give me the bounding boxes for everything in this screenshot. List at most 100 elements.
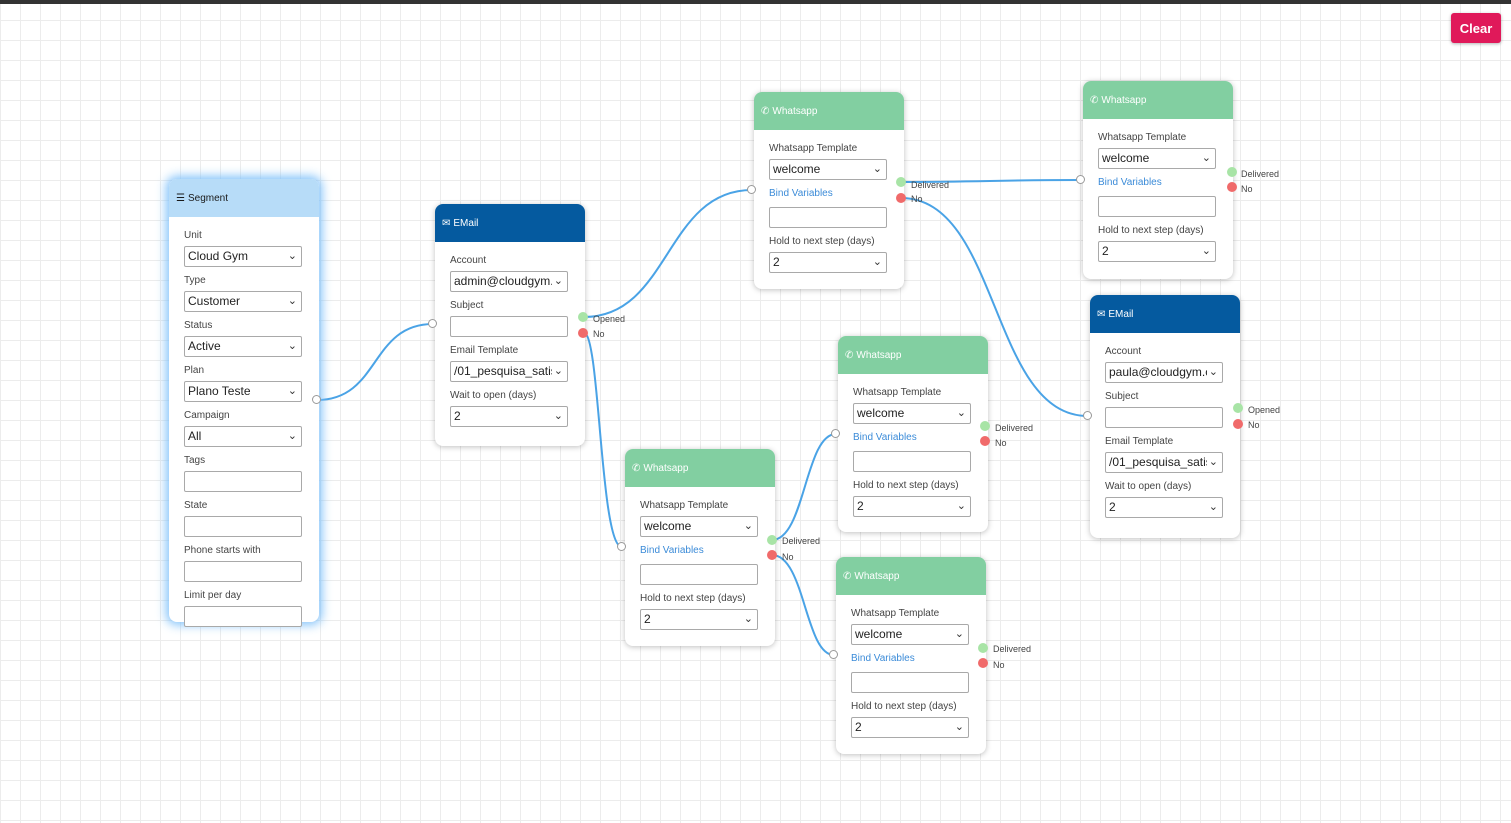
delivered-label: Delivered: [911, 180, 950, 190]
whatsapp-header[interactable]: ✆ Whatsapp: [838, 336, 988, 374]
whatsapp-header[interactable]: ✆ Whatsapp: [625, 449, 775, 487]
email-title: EMail: [453, 217, 479, 229]
segment-node[interactable]: ☰ Segment Unit Cloud Gym⌄ Type Customer⌄…: [169, 179, 319, 627]
email-no-port[interactable]: [1233, 419, 1243, 429]
whatsapp-icon: ✆: [1090, 94, 1099, 106]
no-label: No: [1241, 184, 1253, 194]
plan-label: Plan: [184, 365, 205, 376]
whatsapp-template-select[interactable]: welcome⌄: [769, 159, 887, 180]
whatsapp-input-port[interactable]: [747, 185, 756, 194]
whatsapp-template-select[interactable]: welcome⌄: [851, 624, 969, 645]
chevron-down-icon: ⌄: [285, 337, 297, 356]
whatsapp-delivered-port[interactable]: [980, 421, 990, 431]
account-select[interactable]: admin@cloudgym.⌄: [450, 271, 568, 292]
segment-header[interactable]: ☰ Segment: [169, 179, 319, 217]
wait-select[interactable]: 2⌄: [450, 406, 568, 427]
bind-variables-link[interactable]: Bind Variables: [640, 545, 704, 556]
whatsapp-delivered-port[interactable]: [896, 177, 906, 187]
type-select[interactable]: Customer⌄: [184, 291, 302, 312]
email-no-port[interactable]: [578, 328, 588, 338]
whatsapp-header[interactable]: ✆ Whatsapp: [754, 92, 904, 130]
email-input-port[interactable]: [428, 319, 437, 328]
account-value: paula@cloudgym.c: [1109, 365, 1212, 379]
whatsapp-node[interactable]: ✆ Whatsapp Whatsapp Template welcome⌄ Bi…: [836, 557, 986, 754]
campaign-value: All: [188, 429, 202, 443]
whatsapp-template-label: Whatsapp Template: [640, 500, 729, 511]
bind-variables-input[interactable]: [640, 564, 758, 585]
subject-input[interactable]: [1105, 407, 1223, 428]
campaign-label: Campaign: [184, 410, 230, 421]
no-label: No: [911, 194, 923, 204]
chevron-down-icon: ⌄: [551, 362, 563, 381]
bind-variables-link[interactable]: Bind Variables: [1098, 177, 1162, 188]
segment-output-port[interactable]: [312, 395, 321, 404]
whatsapp-no-port[interactable]: [980, 436, 990, 446]
hold-select[interactable]: 2⌄: [851, 717, 969, 738]
whatsapp-no-port[interactable]: [767, 550, 777, 560]
hold-select[interactable]: 2⌄: [1098, 241, 1216, 262]
email-header[interactable]: ✉ EMail: [1090, 295, 1240, 333]
plan-select[interactable]: Plano Teste⌄: [184, 381, 302, 402]
limit-input[interactable]: [184, 606, 302, 627]
bind-variables-link[interactable]: Bind Variables: [851, 653, 915, 664]
whatsapp-input-port[interactable]: [829, 650, 838, 659]
whatsapp-input-port[interactable]: [1076, 175, 1085, 184]
email-node[interactable]: ✉ EMail Account admin@cloudgym.⌄ Subject…: [435, 204, 585, 446]
email-node[interactable]: ✉ EMail Account paula@cloudgym.c⌄ Subjec…: [1090, 295, 1240, 538]
opened-label: Opened: [1248, 405, 1281, 415]
chevron-down-icon: ⌄: [551, 272, 563, 291]
whatsapp-no-port[interactable]: [978, 658, 988, 668]
whatsapp-template-select[interactable]: welcome⌄: [640, 516, 758, 537]
email-opened-port[interactable]: [1233, 403, 1243, 413]
opened-label: Opened: [593, 314, 626, 324]
bind-variables-input[interactable]: [1098, 196, 1216, 217]
wait-select[interactable]: 2⌄: [1105, 497, 1223, 518]
whatsapp-no-port[interactable]: [896, 193, 906, 203]
hold-label: Hold to next step (days): [640, 593, 746, 604]
whatsapp-delivered-port[interactable]: [767, 535, 777, 545]
clear-button[interactable]: Clear: [1451, 13, 1501, 43]
hold-select[interactable]: 2⌄: [769, 252, 887, 273]
unit-select[interactable]: Cloud Gym⌄: [184, 246, 302, 267]
whatsapp-template-select[interactable]: welcome⌄: [853, 403, 971, 424]
whatsapp-header[interactable]: ✆ Whatsapp: [1083, 81, 1233, 119]
tags-input[interactable]: [184, 471, 302, 492]
chevron-down-icon: ⌄: [285, 292, 297, 311]
bind-variables-input[interactable]: [851, 672, 969, 693]
whatsapp-delivered-port[interactable]: [978, 643, 988, 653]
bind-variables-input[interactable]: [769, 207, 887, 228]
email-template-select[interactable]: /01_pesquisa_satis⌄: [450, 361, 568, 382]
subject-label: Subject: [450, 300, 484, 311]
account-select[interactable]: paula@cloudgym.c⌄: [1105, 362, 1223, 383]
email-input-port[interactable]: [1083, 411, 1092, 420]
state-input[interactable]: [184, 516, 302, 537]
whatsapp-header[interactable]: ✆ Whatsapp: [836, 557, 986, 595]
hold-select[interactable]: 2⌄: [640, 609, 758, 630]
campaign-select[interactable]: All⌄: [184, 426, 302, 447]
whatsapp-node[interactable]: ✆ Whatsapp Whatsapp Template welcome⌄ Bi…: [625, 449, 775, 646]
whatsapp-no-port[interactable]: [1227, 182, 1237, 192]
hold-select[interactable]: 2⌄: [853, 496, 971, 517]
phone-input[interactable]: [184, 561, 302, 582]
tags-label: Tags: [184, 455, 206, 466]
hold-value: 2: [857, 499, 864, 513]
bind-variables-link[interactable]: Bind Variables: [769, 188, 833, 199]
whatsapp-node[interactable]: ✆ Whatsapp Whatsapp Template welcome⌄ Bi…: [754, 92, 904, 289]
email-template-select[interactable]: /01_pesquisa_satis⌄: [1105, 452, 1223, 473]
whatsapp-input-port[interactable]: [831, 429, 840, 438]
email-opened-port[interactable]: [578, 312, 588, 322]
whatsapp-input-port[interactable]: [617, 542, 626, 551]
whatsapp-template-select[interactable]: welcome⌄: [1098, 148, 1216, 169]
bind-variables-link[interactable]: Bind Variables: [853, 432, 917, 443]
subject-input[interactable]: [450, 316, 568, 337]
whatsapp-node[interactable]: ✆ Whatsapp Whatsapp Template welcome⌄ Bi…: [838, 336, 988, 532]
chevron-down-icon: ⌄: [285, 382, 297, 401]
bind-variables-input[interactable]: [853, 451, 971, 472]
whatsapp-node[interactable]: ✆ Whatsapp Whatsapp Template welcome⌄ Bi…: [1083, 81, 1233, 279]
delivered-label: Delivered: [1241, 169, 1280, 179]
email-header[interactable]: ✉ EMail: [435, 204, 585, 242]
account-label: Account: [450, 255, 487, 266]
status-select[interactable]: Active⌄: [184, 336, 302, 357]
whatsapp-delivered-port[interactable]: [1227, 167, 1237, 177]
unit-label: Unit: [184, 230, 202, 241]
